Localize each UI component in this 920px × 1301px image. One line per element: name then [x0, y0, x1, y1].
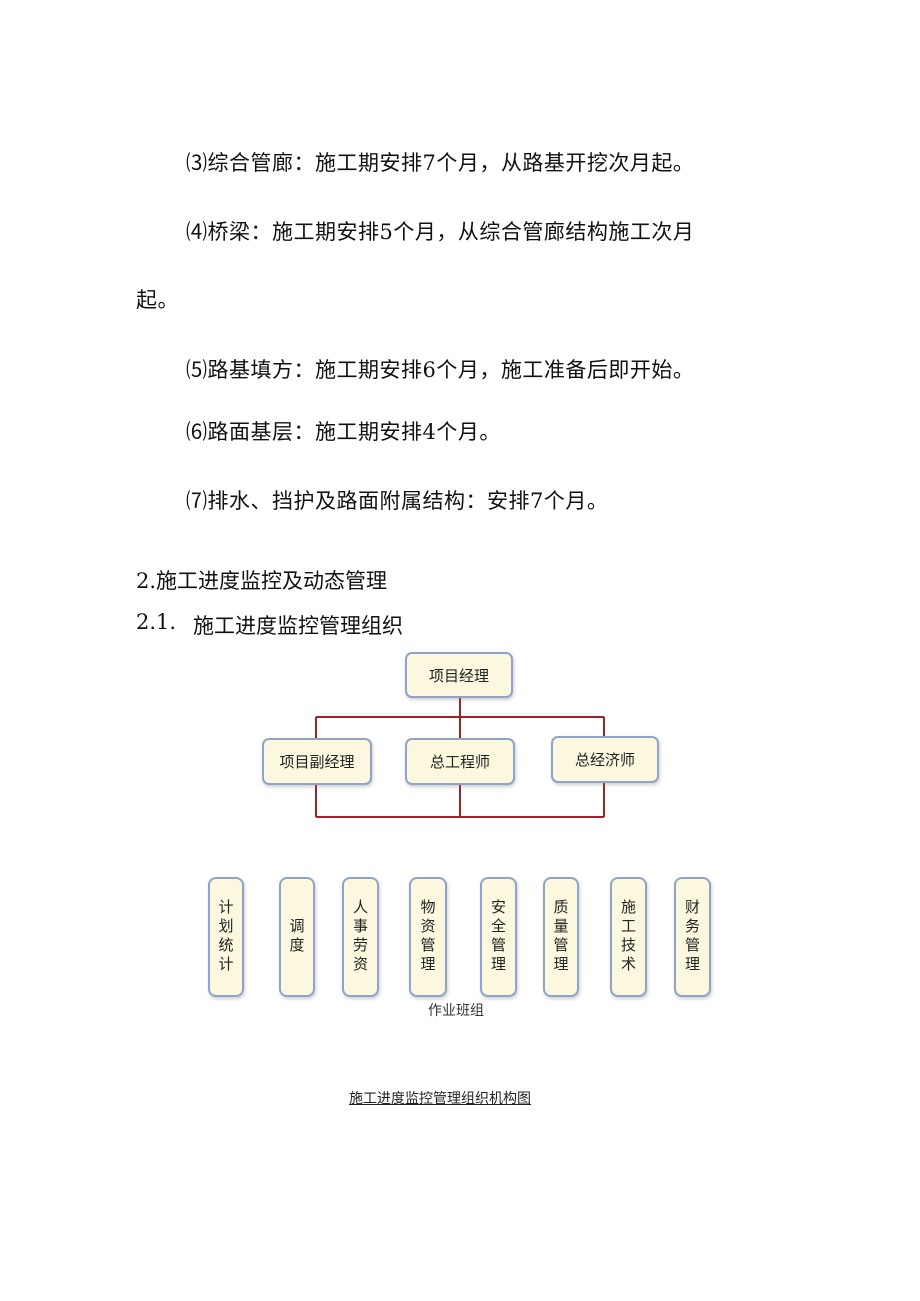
work-team-label: 作业班组: [428, 1003, 484, 1019]
org-box-project-manager: 项目经理: [405, 652, 513, 698]
subsection-title: 施工进度监控管理组织: [193, 614, 403, 638]
section-heading: 2.施工进度监控及动态管理: [136, 569, 388, 593]
paragraph-bridge: ⑷桥梁：施工期安排5个月，从综合管廊结构施工次月: [186, 220, 695, 244]
figure-caption: 施工进度监控管理组织机构图: [349, 1091, 531, 1107]
dept-box-safety: 安全管理: [480, 877, 517, 997]
dept-box-quality: 质量管理: [543, 877, 579, 997]
org-box-chief-economist: 总经济师: [551, 736, 659, 783]
paragraph-drainage-retaining: ⑺排水、挡护及路面附属结构：安排7个月。: [186, 489, 609, 513]
org-box-deputy-manager: 项目副经理: [262, 738, 372, 785]
dept-box-finance: 财务管理: [674, 877, 711, 997]
dept-box-planning-statistics: 计划统计: [208, 877, 244, 997]
paragraph-bridge-continued: 起。: [136, 288, 179, 312]
paragraph-pavement-base: ⑹路面基层：施工期安排4个月。: [186, 420, 501, 444]
paragraph-comprehensive-pipe-gallery: ⑶综合管廊：施工期安排7个月，从路基开挖次月起。: [186, 151, 695, 175]
dept-box-human-resources: 人事劳资: [342, 877, 379, 997]
dept-box-materials: 物资管理: [409, 877, 447, 997]
connector-lines: [315, 698, 605, 818]
org-box-chief-engineer: 总工程师: [405, 738, 515, 785]
dept-box-construction-technology: 施工技术: [610, 877, 647, 997]
dept-box-dispatch: 调度: [279, 877, 315, 997]
subsection-number: 2.1.: [136, 610, 177, 634]
paragraph-subgrade-fill: ⑸路基填方：施工期安排6个月，施工准备后即开始。: [186, 358, 695, 382]
